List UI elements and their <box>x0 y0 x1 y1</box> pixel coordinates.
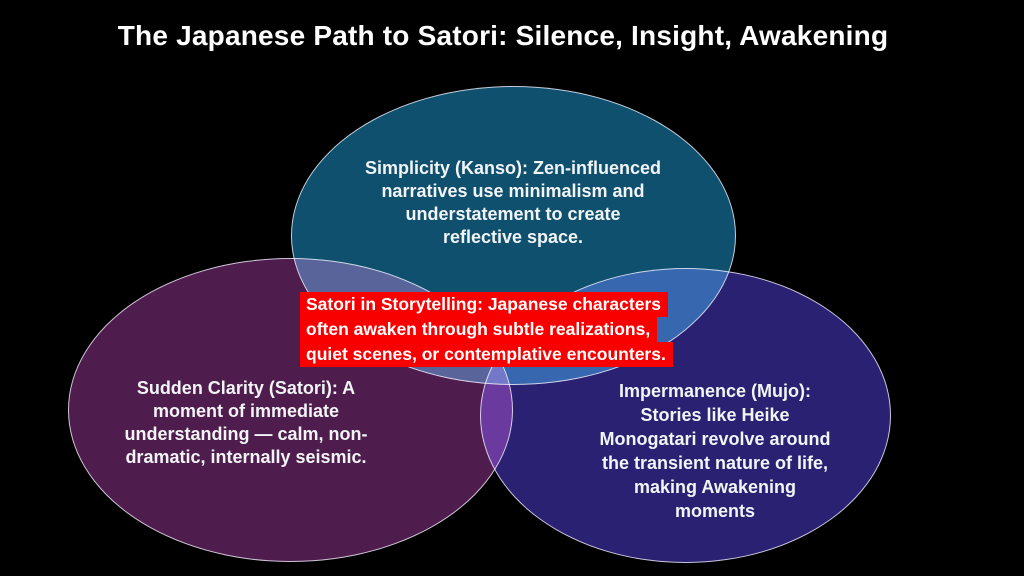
callout-line: Satori in Storytelling: Japanese charact… <box>300 292 668 317</box>
slide-title: The Japanese Path to Satori: Silence, In… <box>117 20 889 51</box>
text-line: Monogatari revolve around <box>599 429 831 449</box>
text-line: moment of immediate <box>152 401 340 421</box>
text-line: understanding — calm, non- <box>124 424 368 444</box>
center-callout: Satori in Storytelling: Japanese charact… <box>300 292 673 367</box>
text-line: narratives use minimalism and <box>381 181 645 201</box>
text-line: Impermanence (Mujo): <box>618 381 812 401</box>
text-line: reflective space. <box>442 227 584 247</box>
callout-line: often awaken through subtle realizations… <box>300 317 658 342</box>
text-line: making Awakening <box>633 477 797 497</box>
text-line: Simplicity (Kanso): Zen-influenced <box>364 158 662 178</box>
text-line: moments <box>674 501 755 521</box>
text-line: Sudden Clarity (Satori): A <box>136 378 356 398</box>
mujo-text-block: Impermanence (Mujo): Stories like Heike … <box>565 379 865 523</box>
kanso-text-block: Simplicity (Kanso): Zen-influenced narra… <box>313 157 713 249</box>
satori-text-block: Sudden Clarity (Satori): A moment of imm… <box>81 377 411 469</box>
text-line: dramatic, internally seismic. <box>125 447 367 467</box>
text-line: Stories like Heike <box>640 405 790 425</box>
text-line: understatement to create <box>405 204 621 224</box>
text-line: the transient nature of life, <box>601 453 829 473</box>
callout-line: quiet scenes, or contemplative encounter… <box>300 342 673 367</box>
